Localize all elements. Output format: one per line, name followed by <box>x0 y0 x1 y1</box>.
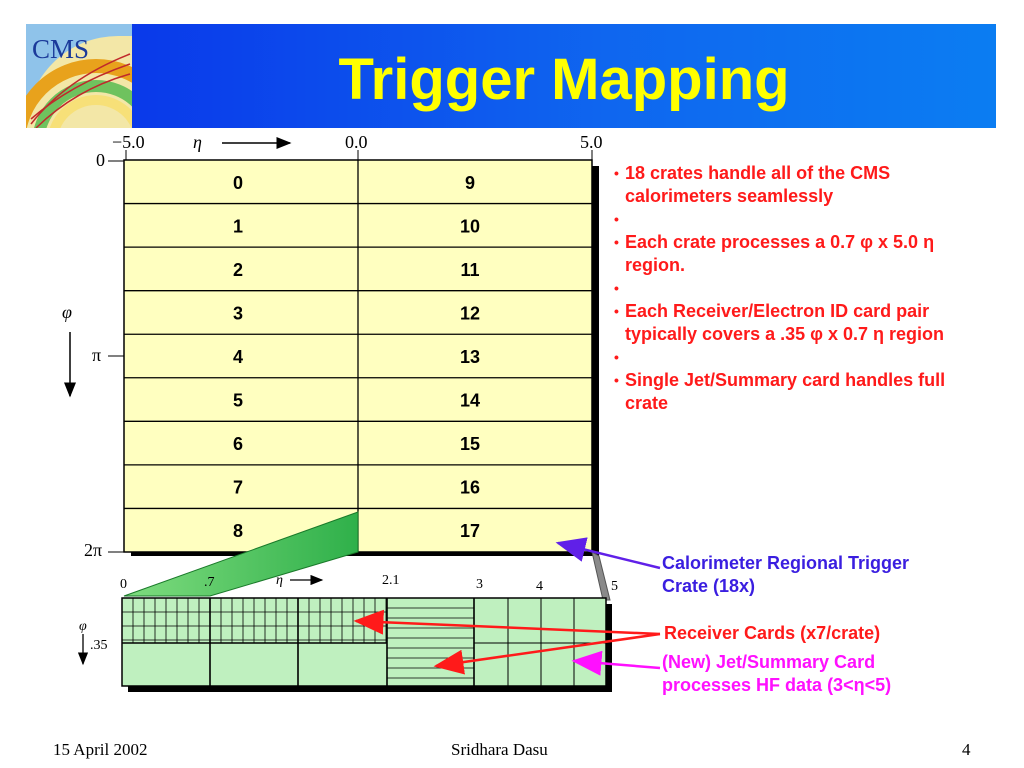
detail-phi-tick: .35 <box>90 638 108 653</box>
receiver-callout: Receiver Cards (x7/crate) <box>664 623 881 643</box>
detail-eta-tick-07: .7 <box>204 575 215 590</box>
detail-phi-label: φ <box>79 619 87 634</box>
bullet-dot-icon: • <box>614 211 619 227</box>
detail-eta-tick-4: 4 <box>536 579 543 594</box>
phi-tick-2pi: 2π <box>84 540 102 560</box>
eta-tick-minus5: −5.0 <box>112 132 145 152</box>
bullet-list: • 18 crates handle all of the CMS calorim… <box>612 162 972 415</box>
crate-label-right: 9 <box>465 173 475 193</box>
crate-label-right: 15 <box>460 434 480 454</box>
phi-label: φ <box>62 302 72 322</box>
bullet-text <box>625 347 630 367</box>
crate-callout: Calorimeter Regional Trigger Crate (18x) <box>662 553 910 596</box>
bullet-dot-icon: • <box>614 303 619 319</box>
jet-summary-callout-arrow <box>571 650 661 676</box>
eta-tick-0: 0.0 <box>345 132 368 152</box>
detail-eta-axis: 0 .7 η 2.1 3 4 5 φ .35 <box>77 573 618 666</box>
phi-tick-0: 0 <box>96 150 105 170</box>
slide-header: Trigger Mapping CMS <box>0 0 1024 128</box>
bullet-dot-icon: • <box>614 349 619 365</box>
crate-label-right: 10 <box>460 216 480 236</box>
crate-label-right: 11 <box>460 260 479 280</box>
cms-logo-text: CMS <box>32 34 89 64</box>
crate-label-right: 12 <box>460 303 480 323</box>
bullet-text: Each crate processes a 0.7 φ x 5.0 η reg… <box>625 232 935 275</box>
footer-page-number: 4 <box>962 740 971 759</box>
slide-title: Trigger Mapping <box>338 47 790 112</box>
footer-date: 15 April 2002 <box>53 740 148 759</box>
bullet-text: Single Jet/Summary card handles full cra… <box>625 370 946 413</box>
crate-label-right: 13 <box>460 347 480 367</box>
bullet-dot-icon: • <box>614 280 619 296</box>
detail-eta-tick-5: 5 <box>611 579 618 594</box>
eta-tick-5: 5.0 <box>580 132 603 152</box>
crate-label-left: 1 <box>233 216 243 236</box>
crate-gridlines <box>124 160 592 552</box>
crate-label-left: 7 <box>233 478 243 498</box>
crate-label-left: 2 <box>233 260 243 280</box>
jet-summary-callout: (New) Jet/Summary Card processes HF data… <box>662 652 892 695</box>
bullet-item: • Each Receiver/Electron ID card pair typ… <box>612 300 972 346</box>
crate-label-left: 6 <box>233 434 243 454</box>
crate-label-left: 5 <box>233 391 243 411</box>
phi-axis: 0 φ π 2π <box>62 150 124 560</box>
bullet-dot-icon: • <box>614 372 619 388</box>
bullet-dot-icon: • <box>614 234 619 250</box>
bullet-text: Each Receiver/Electron ID card pair typi… <box>625 301 945 344</box>
bullet-item: • <box>612 208 972 231</box>
crate-detail-grid <box>121 597 612 692</box>
receiver-callout-arrow-1 <box>353 609 661 636</box>
bullet-item: • Single Jet/Summary card handles full cr… <box>612 369 972 415</box>
phi-tick-pi: π <box>92 345 101 365</box>
crate-callout-arrow <box>555 537 661 570</box>
crate-wedge <box>123 511 359 597</box>
bullet-item: • Each crate processes a 0.7 φ x 5.0 η re… <box>612 231 972 277</box>
crate-label-right: 16 <box>460 478 480 498</box>
bullet-item: • <box>612 277 972 300</box>
bullet-text <box>625 209 630 229</box>
bullet-item: • 18 crates handle all of the CMS calorim… <box>612 162 972 208</box>
receiver-callout-arrow-2 <box>433 632 661 675</box>
cms-logo: CMS <box>26 24 132 128</box>
crate-label-left: 4 <box>233 347 243 367</box>
crate-label-right: 17 <box>460 521 480 541</box>
crate-label-right: 14 <box>460 391 480 411</box>
bullet-text <box>625 278 630 298</box>
crate-wedge-right <box>591 551 611 601</box>
bullet-dot-icon: • <box>614 165 619 181</box>
footer-author: Sridhara Dasu <box>451 740 548 759</box>
detail-eta-label: η <box>276 573 283 588</box>
crate-detail-gridlines <box>122 598 606 686</box>
detail-eta-tick-3: 3 <box>476 577 483 592</box>
crate-labels: 0 9 1 10 2 11 3 12 4 13 5 14 6 15 7 16 8 17 <box>233 173 480 541</box>
detail-eta-tick-0: 0 <box>120 577 127 592</box>
crate-label-left: 3 <box>233 303 243 323</box>
bullet-item: • <box>612 346 972 369</box>
bullet-text: 18 crates handle all of the CMS calorime… <box>625 163 891 206</box>
eta-label-top: η <box>193 132 202 152</box>
crate-label-left: 8 <box>233 521 243 541</box>
title-band <box>132 24 996 128</box>
crate-grid: 0 9 1 10 2 11 3 12 4 13 5 14 6 15 7 16 8 17 <box>123 159 599 556</box>
eta-axis-top: −5.0 η 0.0 5.0 <box>112 132 603 162</box>
crate-label-left: 0 <box>233 173 243 193</box>
detail-eta-tick-21: 2.1 <box>382 573 400 588</box>
